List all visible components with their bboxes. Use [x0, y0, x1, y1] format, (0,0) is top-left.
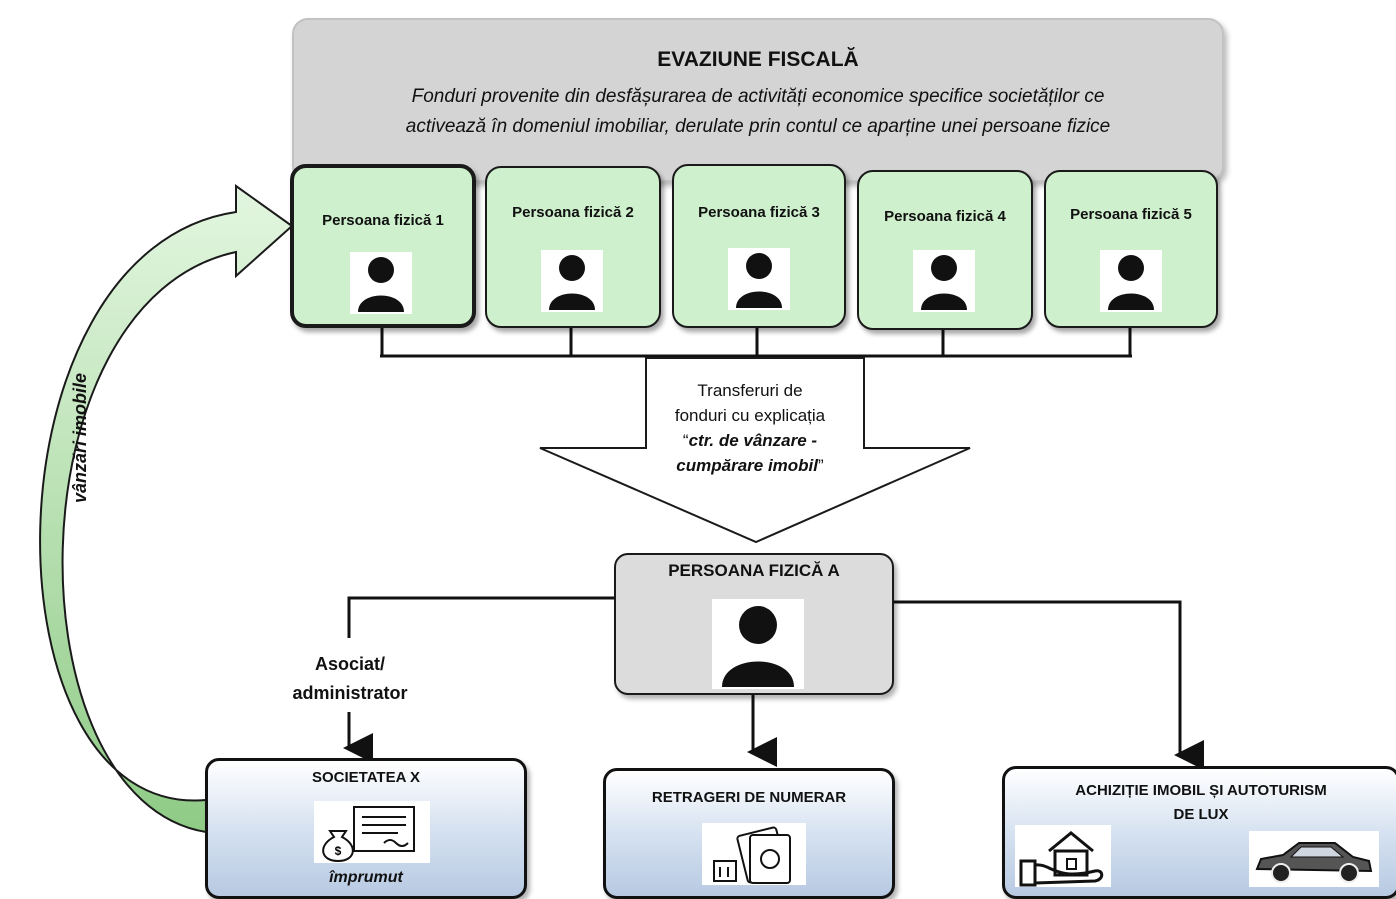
person-icon: [712, 599, 804, 689]
relation-line2: administrator: [292, 683, 408, 703]
person-icon: [913, 250, 975, 312]
banner-title: EVAZIUNE FISCALĂ: [657, 48, 859, 71]
person-box-4: Persoana fizică 4: [857, 170, 1033, 330]
person-label-3: Persoana fizică 3: [698, 204, 820, 221]
person-box-3: Persoana fizică 3: [672, 164, 846, 328]
person-box-5: Persoana fizică 5: [1044, 170, 1218, 328]
associate-administrator-label: Asociat/ administrator: [270, 650, 430, 708]
transfer-line4: cumpărare imobil: [676, 456, 819, 475]
cash-withdrawal-title: RETRAGERI DE NUMERAR: [651, 789, 847, 806]
person-a-box: PERSOANA FIZICĂ A: [614, 553, 894, 695]
svg-text:$: $: [335, 844, 342, 858]
person-box-2: Persoana fizică 2: [485, 166, 661, 328]
transfer-line3-wrap: “ctr. de vânzare -: [630, 428, 870, 453]
cash-withdrawal-box: RETRAGERI DE NUMERAR: [603, 768, 895, 899]
purchase-title-line1: ACHIZIȚIE IMOBIL ȘI AUTOTURISM: [1075, 782, 1327, 799]
person-label-2: Persoana fizică 2: [512, 204, 634, 221]
car-icon: [1249, 831, 1379, 887]
person-box-1: Persoana fizică 1: [290, 164, 476, 328]
quote-close: ”: [818, 456, 824, 475]
company-x-title: SOCIETATEA X: [311, 769, 421, 786]
transfer-explanation: Transferuri de fonduri cu explicația “ct…: [630, 378, 870, 478]
house-in-hand-icon: [1015, 825, 1111, 887]
purchase-box: ACHIZIȚIE IMOBIL ȘI AUTOTURISM DE LUX: [1002, 766, 1396, 899]
person-icon: [350, 252, 412, 314]
money-bag-document-icon: $: [314, 801, 430, 863]
company-x-box: SOCIETATEA X $ împrumut: [205, 758, 527, 899]
relation-line1: Asociat/: [314, 654, 386, 674]
cash-withdrawal-icon: [702, 823, 806, 885]
loan-caption: împrumut: [329, 869, 403, 886]
property-sales-label: vânzări imobile: [70, 372, 90, 504]
person-icon: [1100, 250, 1162, 312]
person-label-4: Persoana fizică 4: [884, 208, 1006, 225]
person-icon: [541, 250, 603, 312]
banner-subtitle-line2: activează în domeniul imobiliar, derulat…: [405, 116, 1111, 137]
person-label-5: Persoana fizică 5: [1070, 206, 1192, 223]
purchase-title: ACHIZIȚIE IMOBIL ȘI AUTOTURISM DE LUX: [1005, 779, 1396, 827]
person-label-1: Persoana fizică 1: [322, 212, 444, 229]
purchase-title-line2: DE LUX: [1173, 806, 1229, 823]
quote-open: “: [682, 431, 689, 450]
banner-subtitle-line1: Fonduri provenite din desfășurarea de ac…: [411, 86, 1105, 107]
transfer-line2: fonduri cu explicația: [674, 406, 826, 425]
transfer-line1: Transferuri de: [697, 381, 803, 400]
transfer-line3: ctr. de vânzare -: [688, 431, 818, 450]
transfer-line4-wrap: cumpărare imobil”: [630, 453, 870, 478]
person-a-label: PERSOANA FIZICĂ A: [668, 561, 840, 580]
banner-subtitle: Fonduri provenite din desfășurarea de ac…: [324, 82, 1192, 142]
person-icon: [728, 248, 790, 310]
